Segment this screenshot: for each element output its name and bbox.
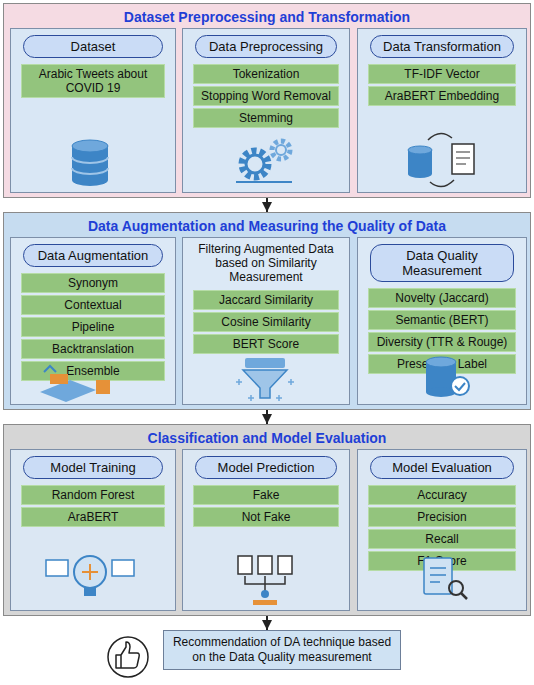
step-box: Arabic Tweets about COVID 19 xyxy=(21,64,165,98)
module-panel: Model PredictionFakeNot Fake xyxy=(182,449,350,611)
panel-header: Model Prediction xyxy=(195,456,337,479)
module-panel: DatasetArabic Tweets about COVID 19 xyxy=(10,28,176,193)
step-label: Ensemble xyxy=(22,362,164,380)
step-box: Backtranslation xyxy=(21,339,165,359)
step-box: Jaccard Similarity xyxy=(193,290,339,310)
step-box: AraBERT Embedding xyxy=(368,86,516,106)
module-panel: Filtering Augmented Data based on Simila… xyxy=(182,237,350,405)
step-label: Synonym xyxy=(22,274,164,292)
panel-header: Data Augmentation xyxy=(23,244,163,267)
step-label: Contextual xyxy=(22,296,164,314)
step-label: Tokenization xyxy=(194,65,338,83)
step-label: Arabic Tweets about COVID 19 xyxy=(22,65,164,97)
step-label: AraBERT Embedding xyxy=(369,87,515,105)
thumbs-hand xyxy=(116,642,139,668)
step-label: Precision xyxy=(369,508,515,526)
module-panel: Model TrainingRandom ForestAraBERT xyxy=(10,449,176,611)
step-label: Not Fake xyxy=(194,508,338,526)
step-label: F1-Score xyxy=(369,552,515,570)
result-box: Recommendation of DA technique based on … xyxy=(163,630,401,670)
step-label: Fake xyxy=(194,486,338,504)
step-label: Backtranslation xyxy=(22,340,164,358)
stage-band: Data Augmentation and Measuring the Qual… xyxy=(3,212,531,410)
step-box: Semantic (BERT) xyxy=(368,310,516,330)
step-label: Semantic (BERT) xyxy=(369,311,515,329)
panel-header: Data Transformation xyxy=(370,35,514,58)
step-box: Contextual xyxy=(21,295,165,315)
flow-arrow xyxy=(266,616,268,630)
step-box: Recall xyxy=(368,529,516,549)
flow-arrow xyxy=(266,198,268,212)
module-panel: Data TransformationTF-IDF VectorAraBERT … xyxy=(357,28,527,193)
step-label: Jaccard Similarity xyxy=(194,291,338,309)
panel-header: Data Preprocessing xyxy=(195,35,337,58)
step-box: Diversity (TTR & Rouge) xyxy=(368,332,516,352)
step-box: Cosine Similarity xyxy=(193,312,339,332)
flow-arrow xyxy=(266,410,268,424)
step-box: Accuracy xyxy=(368,485,516,505)
step-box: Pipeline xyxy=(21,317,165,337)
step-box: Novelty (Jaccard) xyxy=(368,288,516,308)
band-title: Data Augmentation and Measuring the Qual… xyxy=(4,213,530,234)
thumbs-circle xyxy=(108,637,148,677)
panel-header: Model Training xyxy=(23,456,163,479)
step-label: Preserving Label xyxy=(369,355,515,373)
step-box: Not Fake xyxy=(193,507,339,527)
step-label: Pipeline xyxy=(22,318,164,336)
band-title: Classification and Model Evaluation xyxy=(4,425,530,446)
stage-band: Classification and Model EvaluationModel… xyxy=(3,424,531,616)
step-box: BERT Score xyxy=(193,334,339,354)
step-box: Fake xyxy=(193,485,339,505)
step-box: Precision xyxy=(368,507,516,527)
band-title: Dataset Preprocessing and Transformation xyxy=(4,4,530,25)
step-box: F1-Score xyxy=(368,551,516,571)
step-label: Novelty (Jaccard) xyxy=(369,289,515,307)
thumbs-up-icon xyxy=(108,637,148,677)
step-box: TF-IDF Vector xyxy=(368,64,516,84)
module-panel: Data Quality MeasurementNovelty (Jaccard… xyxy=(357,237,527,405)
step-label: AraBERT xyxy=(22,508,164,526)
step-label: Cosine Similarity xyxy=(194,313,338,331)
module-panel: Data PreprocessingTokenizationStopping W… xyxy=(182,28,350,193)
module-panel: Data AugmentationSynonymContextualPipeli… xyxy=(10,237,176,405)
panel-header: Filtering Augmented Data based on Simila… xyxy=(195,242,337,284)
step-box: Stemming xyxy=(193,108,339,128)
step-box: Synonym xyxy=(21,273,165,293)
step-label: Diversity (TTR & Rouge) xyxy=(369,333,515,351)
stage-band: Dataset Preprocessing and Transformation… xyxy=(3,3,531,198)
step-label: Stopping Word Removal xyxy=(194,87,338,105)
step-label: Recall xyxy=(369,530,515,548)
step-box: AraBERT xyxy=(21,507,165,527)
step-label: BERT Score xyxy=(194,335,338,353)
step-label: TF-IDF Vector xyxy=(369,65,515,83)
step-label: Accuracy xyxy=(369,486,515,504)
panel-header: Data Quality Measurement xyxy=(370,244,514,282)
result-label: Recommendation of DA technique based on … xyxy=(164,631,400,669)
step-box: Preserving Label xyxy=(368,354,516,374)
module-panel: Model EvaluationAccuracyPrecisionRecallF… xyxy=(357,449,527,611)
step-box: Ensemble xyxy=(21,361,165,381)
step-box: Stopping Word Removal xyxy=(193,86,339,106)
step-box: Tokenization xyxy=(193,64,339,84)
step-label: Stemming xyxy=(194,109,338,127)
step-label: Random Forest xyxy=(22,486,164,504)
panel-header: Dataset xyxy=(23,35,163,58)
step-box: Random Forest xyxy=(21,485,165,505)
panel-header: Model Evaluation xyxy=(370,456,514,479)
